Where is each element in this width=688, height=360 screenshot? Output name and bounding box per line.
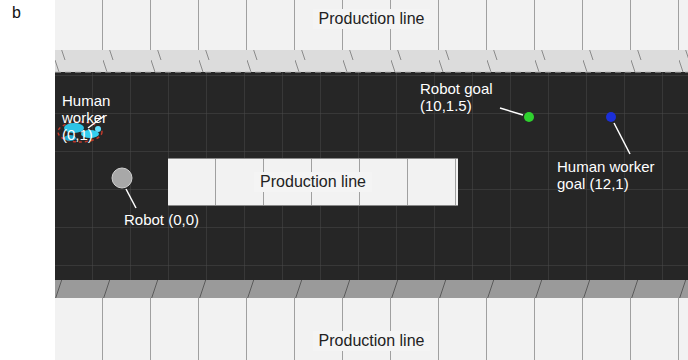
line-edge-top [55, 50, 688, 72]
line-label: Production line [313, 9, 431, 29]
goal-label: Robot goal (10,1.5) [420, 80, 504, 114]
line-label: Production line [313, 331, 431, 351]
worker-goal-dot [606, 112, 616, 122]
goal-label: Human worker goal (12,1) [557, 158, 677, 192]
leader-line [126, 189, 136, 208]
worker-label: Human worker (0,1) [62, 92, 118, 143]
leader-line [500, 108, 523, 115]
line-edge-bottom [55, 280, 688, 298]
factory-floor [55, 58, 688, 288]
robot-disc [112, 168, 132, 188]
panel-letter: b [12, 4, 21, 21]
robot-label: Robot (0,0) [124, 211, 199, 228]
production-line-band: Production line [55, 0, 688, 50]
leader-line [614, 123, 630, 154]
robot-goal-dot [524, 112, 534, 122]
line-edge-marks [55, 72, 688, 73]
line-label: Production line [254, 172, 372, 192]
production-line-band: Production line [55, 298, 688, 360]
production-line-box: Production line [168, 158, 458, 206]
